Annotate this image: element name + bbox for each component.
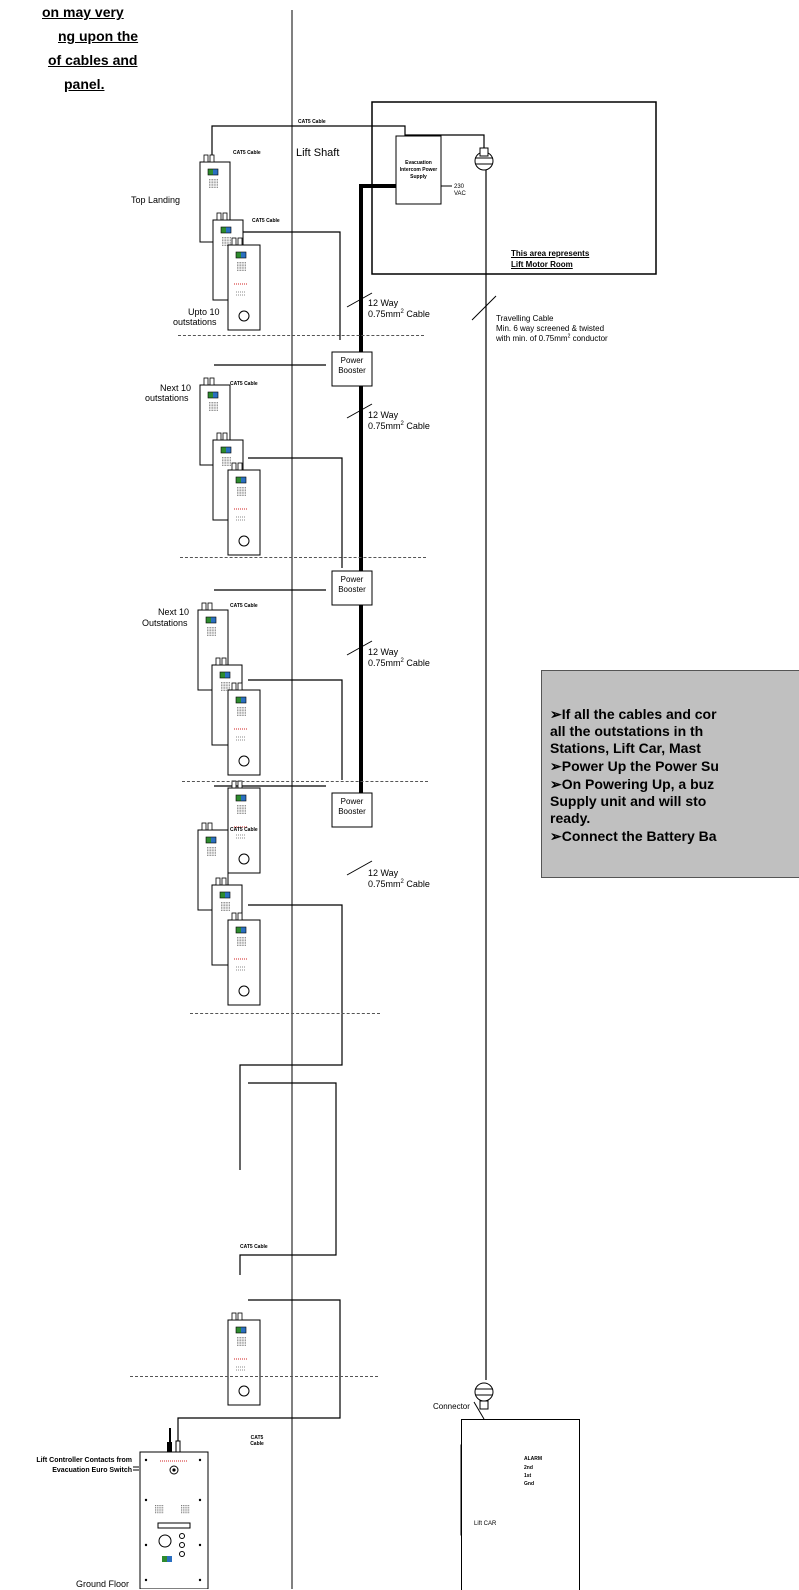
travelling-cable-label: Min. 6 way screened & twisted	[496, 324, 605, 333]
travelling-cable-label: with min. of 0.75mm2 conductor	[496, 333, 608, 343]
outstation-panel	[227, 682, 261, 776]
cat5-label: CAT5 Cable	[233, 150, 261, 156]
instructions-note: ➢If all the cables and cor all the outst…	[541, 670, 799, 878]
power-booster-label: Booster	[338, 366, 366, 375]
travelling-cable-label: Travelling Cable	[496, 314, 554, 323]
top-note-line: panel.	[64, 76, 105, 92]
next10-label: Outstations	[142, 618, 188, 628]
instruction-line: ➢If all the cables and cor	[550, 706, 717, 722]
instruction-line: ➢On Powering Up, a buz	[550, 776, 715, 792]
cat5-label: CAT5 Cable	[230, 381, 258, 387]
power-booster-3-box	[331, 792, 373, 828]
alarm-indicator-label: ALARM	[524, 1456, 543, 1462]
outstation-panel	[227, 1312, 261, 1406]
lift-controller-label: Lift Controller Contacts from	[36, 1457, 132, 1464]
lift-shaft-label: Lift Shaft	[296, 147, 340, 159]
top-note-line: of cables and	[48, 52, 138, 68]
power-booster-2-box	[331, 570, 373, 606]
instruction-line: Stations, Lift Car, Mast	[550, 740, 701, 756]
instruction-line: ➢Power Up the Power Su	[550, 758, 719, 774]
cable-12way-label: 12 Way	[368, 647, 399, 657]
psu-label: Evacuation Intercom Power Supply	[399, 160, 438, 180]
lift-car-box	[461, 1419, 580, 1590]
outstation-panel	[227, 780, 261, 874]
cat5-label: CAT5 Cable	[230, 827, 258, 833]
upto10-label: Upto 10	[188, 307, 220, 317]
outstation-panel	[227, 462, 261, 556]
cable-12way-label: 12 Way	[368, 868, 399, 878]
power-booster-label: Power	[340, 575, 364, 584]
lift-controller-label: Evacuation Euro Switch	[52, 1467, 132, 1474]
ground-floor-label: Ground Floor	[76, 1579, 130, 1589]
instruction-line: Supply unit and will sto	[550, 793, 707, 809]
floor-2nd-indicator-label: 2nd	[524, 1465, 533, 1471]
top-connector-icon	[474, 147, 494, 171]
riser-cable	[359, 184, 396, 796]
top-landing-label: Top Landing	[131, 195, 181, 205]
bottom-connector-icon	[474, 1382, 494, 1410]
cable-12way-label: 0.75mm2 Cable	[368, 421, 430, 431]
top-note-line: on may very	[42, 4, 124, 20]
floor-separator	[178, 335, 424, 336]
floor-gnd-indicator-label: Gnd	[524, 1481, 534, 1487]
instruction-line: all the outstations in th	[550, 723, 704, 739]
next10-label: outstations	[145, 393, 189, 403]
power-booster-1-box	[331, 351, 373, 387]
power-booster-label: Power	[340, 797, 364, 806]
motor-room-label: This area represents	[511, 249, 590, 258]
floor-separator	[182, 781, 428, 782]
connector-label: Connector	[433, 1402, 470, 1411]
outstation-panel	[227, 912, 261, 1006]
instruction-line: ➢Connect the Battery Ba	[550, 828, 717, 844]
cable-12way-label: 12 Way	[368, 410, 399, 420]
cat5-label: CAT5 Cable	[252, 218, 280, 224]
vac-label: VAC	[454, 191, 466, 197]
cable-12way-label: 0.75mm2 Cable	[368, 309, 430, 319]
lift-car-label: Lift CAR	[474, 1521, 497, 1527]
vac-label: 230	[454, 184, 465, 190]
cable-12way-label: 0.75mm2 Cable	[368, 879, 430, 889]
floor-separator	[130, 1376, 378, 1377]
floor-separator	[190, 1013, 380, 1014]
next10-label: Next 10	[160, 383, 192, 393]
cable-12way-label: 12 Way	[368, 298, 399, 308]
floor-separator	[180, 557, 426, 558]
next10-label: Next 10	[158, 607, 190, 617]
top-cat5-link	[211, 125, 485, 155]
ground-floor-master-panel	[133, 1440, 209, 1589]
floor-1st-indicator-label: 1st	[524, 1473, 532, 1479]
power-booster-label: Booster	[338, 585, 366, 594]
cat5-label: CAT5 Cable	[230, 603, 258, 609]
top-note-line: ng upon the	[58, 28, 139, 44]
cable-12way-label: 0.75mm2 Cable	[368, 658, 430, 668]
power-booster-label: Power	[340, 356, 364, 365]
cat5-label: CAT5 Cable	[240, 1244, 268, 1250]
outstation-panel	[227, 237, 261, 331]
motor-room-label: Lift Motor Room	[511, 260, 573, 269]
upto10-label: outstations	[173, 317, 217, 327]
power-booster-label: Booster	[338, 807, 366, 816]
psu-box	[395, 135, 442, 205]
instruction-line: ready.	[550, 810, 591, 826]
cat5-label: CAT5 Cable	[250, 1435, 264, 1447]
cat5-label: CAT5 Cable	[298, 119, 326, 125]
